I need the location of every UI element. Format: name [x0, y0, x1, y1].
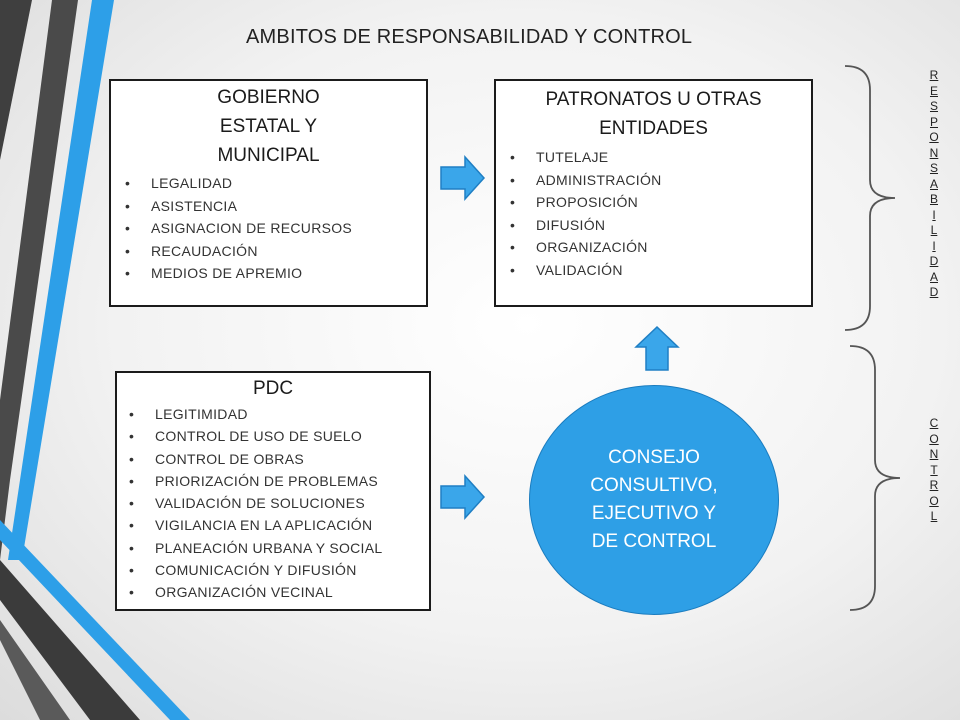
list-item: ASIGNACION DE RECURSOS [125, 217, 426, 240]
list-item: LEGALIDAD [125, 172, 426, 195]
list-item: COMUNICACIÓN Y DIFUSIÓN [129, 559, 429, 582]
gobierno-heading: GOBIERNO ESTATAL Y MUNICIPAL [111, 81, 426, 170]
list-item: TUTELAJE [510, 146, 811, 169]
up-arrow-icon [634, 325, 680, 371]
responsabilidad-letter: B [929, 192, 938, 206]
consejo-line: CONSEJO [608, 447, 700, 468]
responsabilidad-letter: S [929, 99, 938, 113]
patronatos-heading: PATRONATOS U OTRAS ENTIDADES [496, 81, 811, 143]
gobierno-heading-line: ESTATAL Y [219, 116, 318, 137]
list-item: DIFUSIÓN [510, 214, 811, 237]
responsabilidad-letter: A [929, 269, 938, 284]
consejo-line: DE CONTROL [591, 531, 717, 552]
consejo-line: EJECUTIVO Y [591, 503, 717, 524]
list-item: PLANEACIÓN URBANA Y SOCIAL [129, 537, 429, 560]
list-item: PRIORIZACIÓN DE PROBLEMAS [129, 470, 429, 493]
responsabilidad-letter: E [929, 83, 938, 98]
responsabilidad-letter: P [929, 114, 938, 129]
responsabilidad-letter: O [929, 130, 939, 144]
list-item: ADMINISTRACIÓN [510, 169, 811, 192]
list-item: VALIDACIÓN DE SOLUCIONES [129, 492, 429, 515]
right-arrow-icon [440, 474, 486, 520]
responsabilidad-letter: D [929, 254, 939, 268]
responsabilidad-letter: A [929, 176, 938, 191]
responsabilidad-letter: N [929, 145, 939, 160]
gobierno-heading-line: GOBIERNO [217, 87, 320, 108]
gobierno-list: LEGALIDAD ASISTENCIA ASIGNACION DE RECUR… [125, 172, 426, 285]
consejo-text: CONSEJO CONSULTIVO, EJECUTIVO Y DE CONTR… [590, 444, 717, 556]
patronatos-heading-line: ENTIDADES [599, 118, 708, 139]
list-item: CONTROL DE OBRAS [129, 448, 429, 471]
responsabilidad-letter: L [930, 223, 938, 237]
consejo-ellipse: CONSEJO CONSULTIVO, EJECUTIVO Y DE CONTR… [529, 385, 779, 615]
control-letter: O [929, 493, 939, 508]
list-item: CONTROL DE USO DE SUELO [129, 425, 429, 448]
list-item: LEGITIMIDAD [129, 403, 429, 426]
control-letter: T [930, 462, 938, 477]
responsabilidad-letter: I [932, 238, 936, 253]
responsabilidad-letter: I [932, 207, 936, 222]
list-item: PROPOSICIÓN [510, 191, 811, 214]
control-letter: R [929, 478, 939, 492]
list-item: RECAUDACIÓN [125, 240, 426, 263]
control-letter: C [929, 416, 939, 430]
gobierno-box: GOBIERNO ESTATAL Y MUNICIPAL LEGALIDAD A… [109, 79, 428, 307]
page-title: AMBITOS DE RESPONSABILIDAD Y CONTROL [246, 26, 693, 48]
responsabilidad-letter: S [929, 161, 938, 175]
list-item: ORGANIZACIÓN VECINAL [129, 581, 429, 604]
responsabilidad-letter: D [929, 285, 939, 299]
gobierno-heading-line: MUNICIPAL [217, 145, 320, 166]
control-letter: L [930, 509, 938, 523]
list-item: ASISTENCIA [125, 195, 426, 218]
patronatos-list: TUTELAJE ADMINISTRACIÓN PROPOSICIÓN DIFU… [510, 146, 811, 282]
list-item: VIGILANCIA EN LA APLICACIÓN [129, 514, 429, 537]
pdc-heading: PDC [252, 378, 294, 399]
control-letter: O [929, 431, 939, 446]
patronatos-box: PATRONATOS U OTRAS ENTIDADES TUTELAJE AD… [494, 79, 813, 307]
pdc-list: LEGITIMIDAD CONTROL DE USO DE SUELO CONT… [129, 403, 429, 604]
list-item: MEDIOS DE APREMIO [125, 262, 426, 285]
list-item: VALIDACIÓN [510, 259, 811, 282]
pdc-box: PDC LEGITIMIDAD CONTROL DE USO DE SUELO … [115, 371, 431, 611]
control-letter: N [929, 447, 939, 461]
responsabilidad-letter: R [929, 68, 939, 82]
right-arrow-icon [440, 155, 486, 201]
list-item: ORGANIZACIÓN [510, 236, 811, 259]
patronatos-heading-line: PATRONATOS U OTRAS [545, 89, 762, 110]
consejo-line: CONSULTIVO, [590, 475, 718, 496]
